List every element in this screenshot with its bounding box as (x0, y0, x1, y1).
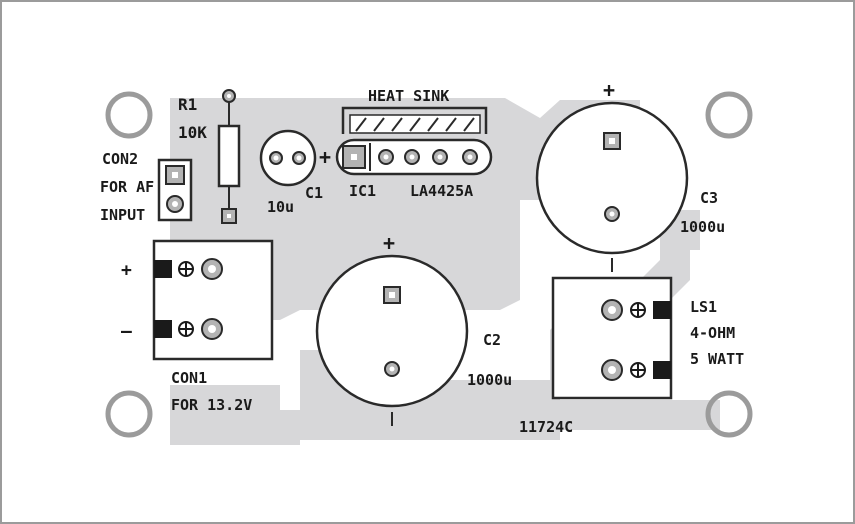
ic1-part-label: LA4425A (410, 182, 473, 200)
con2-desc-line1: FOR AF (100, 178, 154, 196)
c2-value-label: 1000u (467, 371, 512, 389)
c3-ref-label: C3 (700, 189, 718, 207)
r1-ref-label: R1 (178, 95, 197, 114)
connector-con2 (157, 158, 193, 222)
ls1-ref-label: LS1 (690, 298, 717, 316)
connector-ls1 (551, 276, 673, 400)
mounting-hole-top-left (105, 91, 153, 139)
c1-ref-label: C1 (305, 184, 323, 202)
connector-con1 (152, 239, 274, 361)
ic1-heatsink (341, 106, 488, 134)
c2-ref-label: C2 (483, 331, 501, 349)
capacitor-c3 (535, 101, 689, 272)
c1-value-label: 10u (267, 198, 294, 216)
ic1-package (335, 138, 493, 176)
ls1-spec-line1: 4-OHM (690, 324, 735, 342)
board-code-label: 11724C (519, 418, 573, 436)
con1-ref-label: CON1 (171, 369, 207, 387)
heatsink-label: HEAT SINK (368, 87, 449, 105)
con2-desc-line2: INPUT (100, 206, 145, 224)
con1-plus: + (121, 260, 132, 281)
ic1-ref-label: IC1 (349, 182, 376, 200)
mounting-holes (105, 91, 753, 438)
con1-desc-label: FOR 13.2V (171, 396, 252, 414)
capacitor-c1 (259, 129, 317, 187)
ls1-spec-line2: 5 WATT (690, 350, 744, 368)
c3-polarity: + (603, 78, 615, 102)
resistor-r1 (217, 89, 241, 224)
con2-ref-label: CON2 (102, 150, 138, 168)
c2-polarity: + (383, 231, 395, 255)
con1-minus: – (121, 321, 132, 342)
copper-tracks (170, 98, 720, 445)
c3-value-label: 1000u (680, 218, 725, 236)
mounting-hole-top-right (705, 91, 753, 139)
c1-polarity: + (319, 145, 331, 169)
mounting-hole-bottom-left (105, 390, 153, 438)
r1-value-label: 10K (178, 123, 207, 142)
mounting-hole-bottom-right (705, 390, 753, 438)
capacitor-c2 (315, 254, 469, 426)
